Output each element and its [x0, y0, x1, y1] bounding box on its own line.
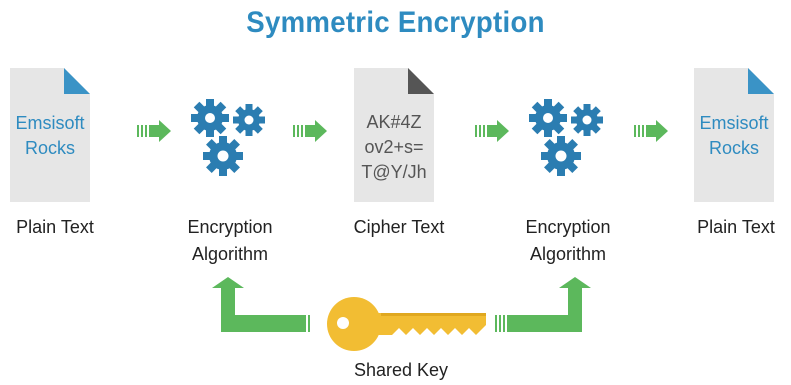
plain-text-document-right: Emsisoft Rocks: [694, 68, 774, 202]
plain-doc-line-2: Rocks: [24, 138, 75, 158]
cipher-doc-line-3: T@Y/Jh: [361, 162, 427, 182]
label-encryption-algorithm-1: Encryption Algorithm: [170, 214, 290, 268]
cipher-text-label: Cipher Text: [353, 217, 445, 237]
encryption-algorithm-1-line-1: Encryption: [187, 217, 273, 237]
cipher-doc-line-1: AK#4Z: [366, 112, 422, 132]
plain-text-document-left: Emsisoft Rocks: [10, 68, 90, 202]
encryption-algorithm-1-line-2: Algorithm: [191, 244, 269, 264]
gears-icon: [191, 99, 265, 176]
plain-text-left-label: Plain Text: [16, 217, 94, 237]
arrow-tail-stripes-icon: [300, 315, 310, 332]
right-arrow-icon: [475, 120, 509, 142]
label-plain-text-right: Plain Text: [681, 214, 791, 241]
right-arrow-icon: [293, 120, 327, 142]
plain-doc-right-line-2: Rocks: [708, 138, 759, 158]
plain-doc-line-1: Emsisoft: [15, 113, 85, 133]
document-icon: [694, 68, 774, 202]
encryption-algorithm-2-line-2: Algorithm: [529, 244, 607, 264]
label-encryption-algorithm-2: Encryption Algorithm: [508, 214, 628, 268]
label-shared-key: Shared Key: [341, 357, 461, 384]
label-cipher-text: Cipher Text: [339, 214, 459, 241]
shared-key-label: Shared Key: [353, 360, 449, 380]
up-turn-arrow-right-icon: [495, 277, 591, 332]
gears-icon: [529, 99, 603, 176]
plain-doc-right-line-1: Emsisoft: [699, 113, 769, 133]
cipher-text-document: AK#4Z ov2+s= T@Y/Jh: [354, 68, 434, 202]
document-icon: [10, 68, 90, 202]
plain-text-right-label: Plain Text: [697, 217, 775, 237]
encryption-algorithm-2-line-1: Encryption: [525, 217, 611, 237]
right-arrow-icon: [634, 120, 668, 142]
label-plain-text-left: Plain Text: [0, 214, 110, 241]
diagram-title: Symmetric Encryption: [246, 6, 545, 39]
document-icon: [354, 68, 434, 202]
cipher-doc-line-2: ov2+s=: [364, 137, 424, 157]
up-turn-arrow-left-icon: [212, 277, 306, 332]
right-arrow-icon: [137, 120, 171, 142]
key-icon: [327, 297, 486, 351]
